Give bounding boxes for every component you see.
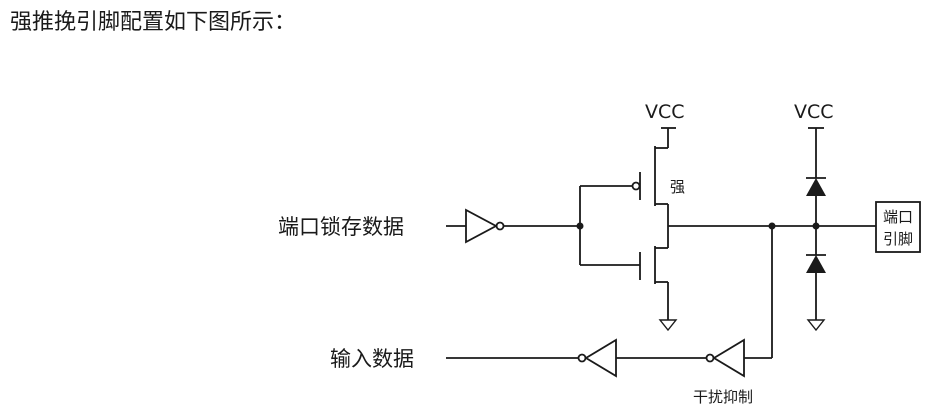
vcc-right-label: VCC <box>794 101 834 123</box>
protection-diodes <box>806 127 826 332</box>
port-pin-box: 端口 引脚 <box>875 201 921 253</box>
diode-junction-dot <box>812 222 820 230</box>
input-data-label: 输入数据 <box>330 347 414 371</box>
interference-label: 干扰抑制 <box>693 388 753 406</box>
latch-data-label: 端口锁存数据 <box>278 215 404 239</box>
strong-label: 强 <box>670 178 685 196</box>
input-inverter <box>446 208 580 244</box>
interference-suppression-buffer <box>705 338 745 378</box>
pin-label-line2: 引脚 <box>883 230 913 248</box>
page-title: 强推挽引脚配置如下图所示： <box>10 10 297 35</box>
pmos-transistor <box>631 127 676 226</box>
nmos-transistor <box>639 226 678 332</box>
pin-label-line1: 端口 <box>883 208 913 226</box>
output-inverter <box>577 338 617 378</box>
vcc-left-label: VCC <box>645 101 685 123</box>
